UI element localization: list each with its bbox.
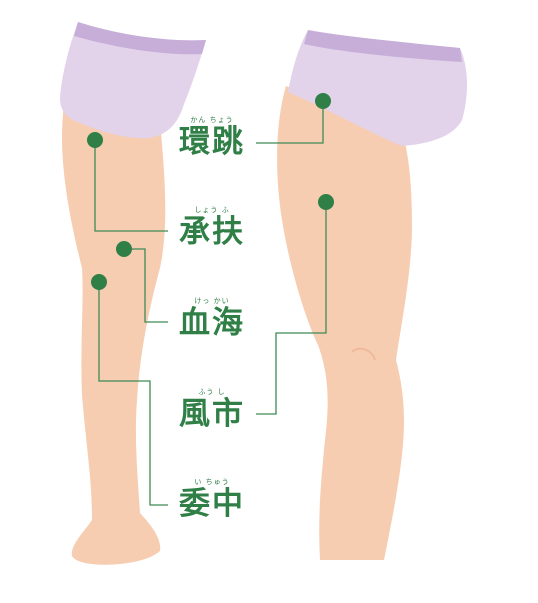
back-underwear-band <box>74 22 206 55</box>
side-underwear-band <box>304 30 462 62</box>
label-ichu: い ちゅう 委中 <box>174 478 250 521</box>
side-view-leg <box>277 86 412 560</box>
name-shofu: 承扶 <box>179 214 245 250</box>
name-ichu: 委中 <box>179 486 245 522</box>
name-kancho: 環跳 <box>179 124 245 160</box>
marker-shofu <box>87 132 103 148</box>
leader-lines <box>94 101 327 506</box>
marker-fushi <box>318 194 334 210</box>
label-fushi: ふう し 風市 <box>174 388 250 431</box>
marker-kancho <box>315 93 331 109</box>
leader-line-kekkai <box>124 248 168 323</box>
reading-ichu: い ちゅう <box>194 478 230 486</box>
back-leg-skin <box>62 105 166 565</box>
reading-kancho: かん ちょう <box>190 116 234 124</box>
name-kekkai: 血海 <box>179 305 245 341</box>
side-view-underwear <box>288 30 467 146</box>
reading-kekkai: けっ かい <box>194 297 230 305</box>
back-view-leg <box>62 105 166 565</box>
leader-line-kancho <box>256 101 324 144</box>
leader-line-fushi <box>256 202 327 415</box>
reading-fushi: ふう し <box>198 388 226 396</box>
side-knee-crease <box>351 347 376 361</box>
back-view-underwear <box>60 22 206 139</box>
label-kekkai: けっ かい 血海 <box>174 297 250 340</box>
label-kancho: かん ちょう 環跳 <box>174 116 250 159</box>
leader-line-ichu <box>98 282 168 506</box>
marker-ichu <box>91 274 107 290</box>
leader-line-shofu <box>94 140 168 232</box>
acupoint-markers <box>87 93 334 290</box>
side-leg-skin <box>277 86 412 560</box>
name-fushi: 風市 <box>179 396 245 432</box>
label-shofu: しょう ふ 承扶 <box>174 206 250 249</box>
marker-kekkai <box>116 241 132 257</box>
reading-shofu: しょう ふ <box>194 206 230 214</box>
